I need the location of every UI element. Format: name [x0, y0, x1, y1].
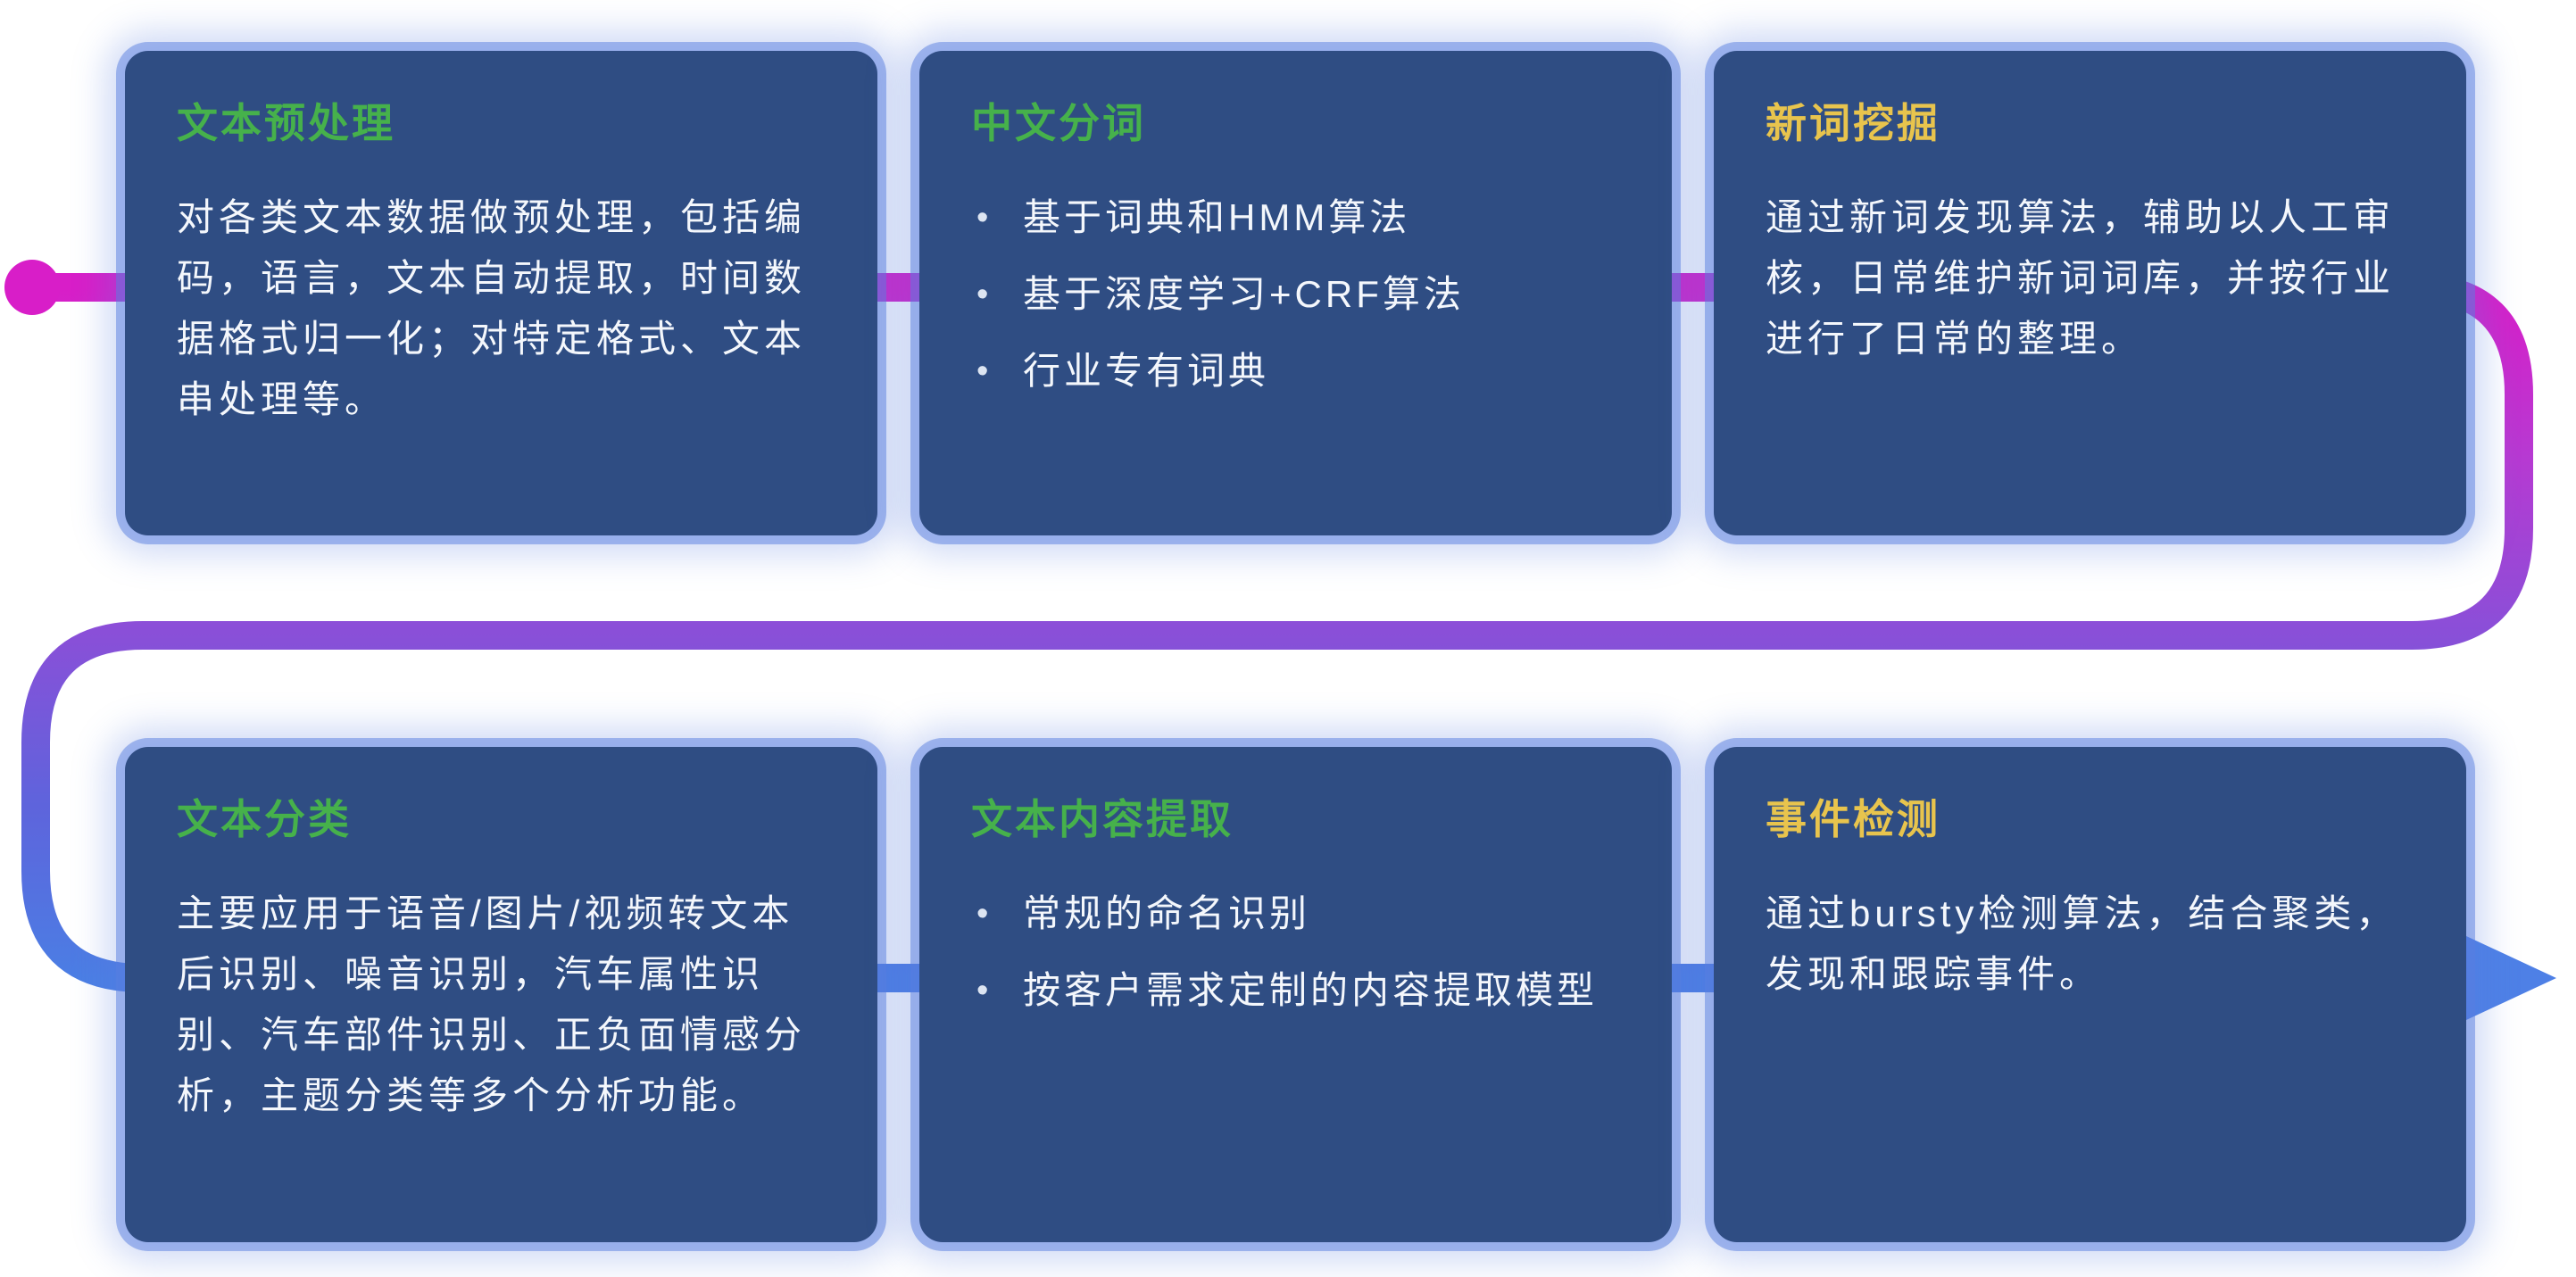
card-description: 对各类文本数据做预处理，包括编码，语言，文本自动提取，时间数据格式归一化；对特定…	[177, 196, 807, 421]
card-description: 通过bursty检测算法，结合聚类，发现和跟踪事件。	[1766, 892, 2398, 996]
bullet-item: 按客户需求定制的内容提取模型	[971, 960, 1620, 1021]
card-description: 主要应用于语音/图片/视频转文本后识别、噪音识别，汽车属性识别、汽车部件识别、正…	[177, 892, 807, 1117]
card-new-word-mining: 新词挖掘 通过新词发现算法，辅助以人工审核，日常维护新词词库，并按行业进行了日常…	[1714, 51, 2466, 535]
card-text-preprocessing: 文本预处理 对各类文本数据做预处理，包括编码，语言，文本自动提取，时间数据格式归…	[125, 51, 877, 535]
card-title: 文本分类	[177, 796, 352, 842]
card-title: 中文分词	[971, 100, 1146, 146]
bullet-item: 基于词典和HMM算法	[971, 187, 1620, 248]
card-title: 文本内容提取	[971, 796, 1234, 842]
card-event-detection: 事件检测 通过bursty检测算法，结合聚类，发现和跟踪事件。	[1714, 747, 2466, 1242]
card-text-content-extraction: 文本内容提取 常规的命名识别 按客户需求定制的内容提取模型	[919, 747, 1672, 1242]
card-title: 新词挖掘	[1766, 100, 1940, 146]
card-text-classification: 文本分类 主要应用于语音/图片/视频转文本后识别、噪音识别，汽车属性识别、汽车部…	[125, 747, 877, 1242]
card-description: 通过新词发现算法，辅助以人工审核，日常维护新词词库，并按行业进行了日常的整理。	[1766, 196, 2396, 361]
bullet-item: 基于深度学习+CRF算法	[971, 264, 1620, 325]
bullet-item: 行业专有词典	[971, 341, 1620, 402]
card-chinese-word-segmentation: 中文分词 基于词典和HMM算法 基于深度学习+CRF算法 行业专有词典	[919, 51, 1672, 535]
flow-path	[21, 273, 2533, 992]
flow-start-dot-icon	[4, 260, 60, 315]
card-bullet-list: 常规的命名识别 按客户需求定制的内容提取模型	[971, 883, 1620, 1021]
card-bullet-list: 基于词典和HMM算法 基于深度学习+CRF算法 行业专有词典	[971, 187, 1620, 402]
card-title: 文本预处理	[177, 100, 395, 146]
card-title: 事件检测	[1766, 796, 1940, 842]
flow-arrow-right-icon	[2453, 930, 2556, 1026]
bullet-item: 常规的命名识别	[971, 883, 1620, 944]
